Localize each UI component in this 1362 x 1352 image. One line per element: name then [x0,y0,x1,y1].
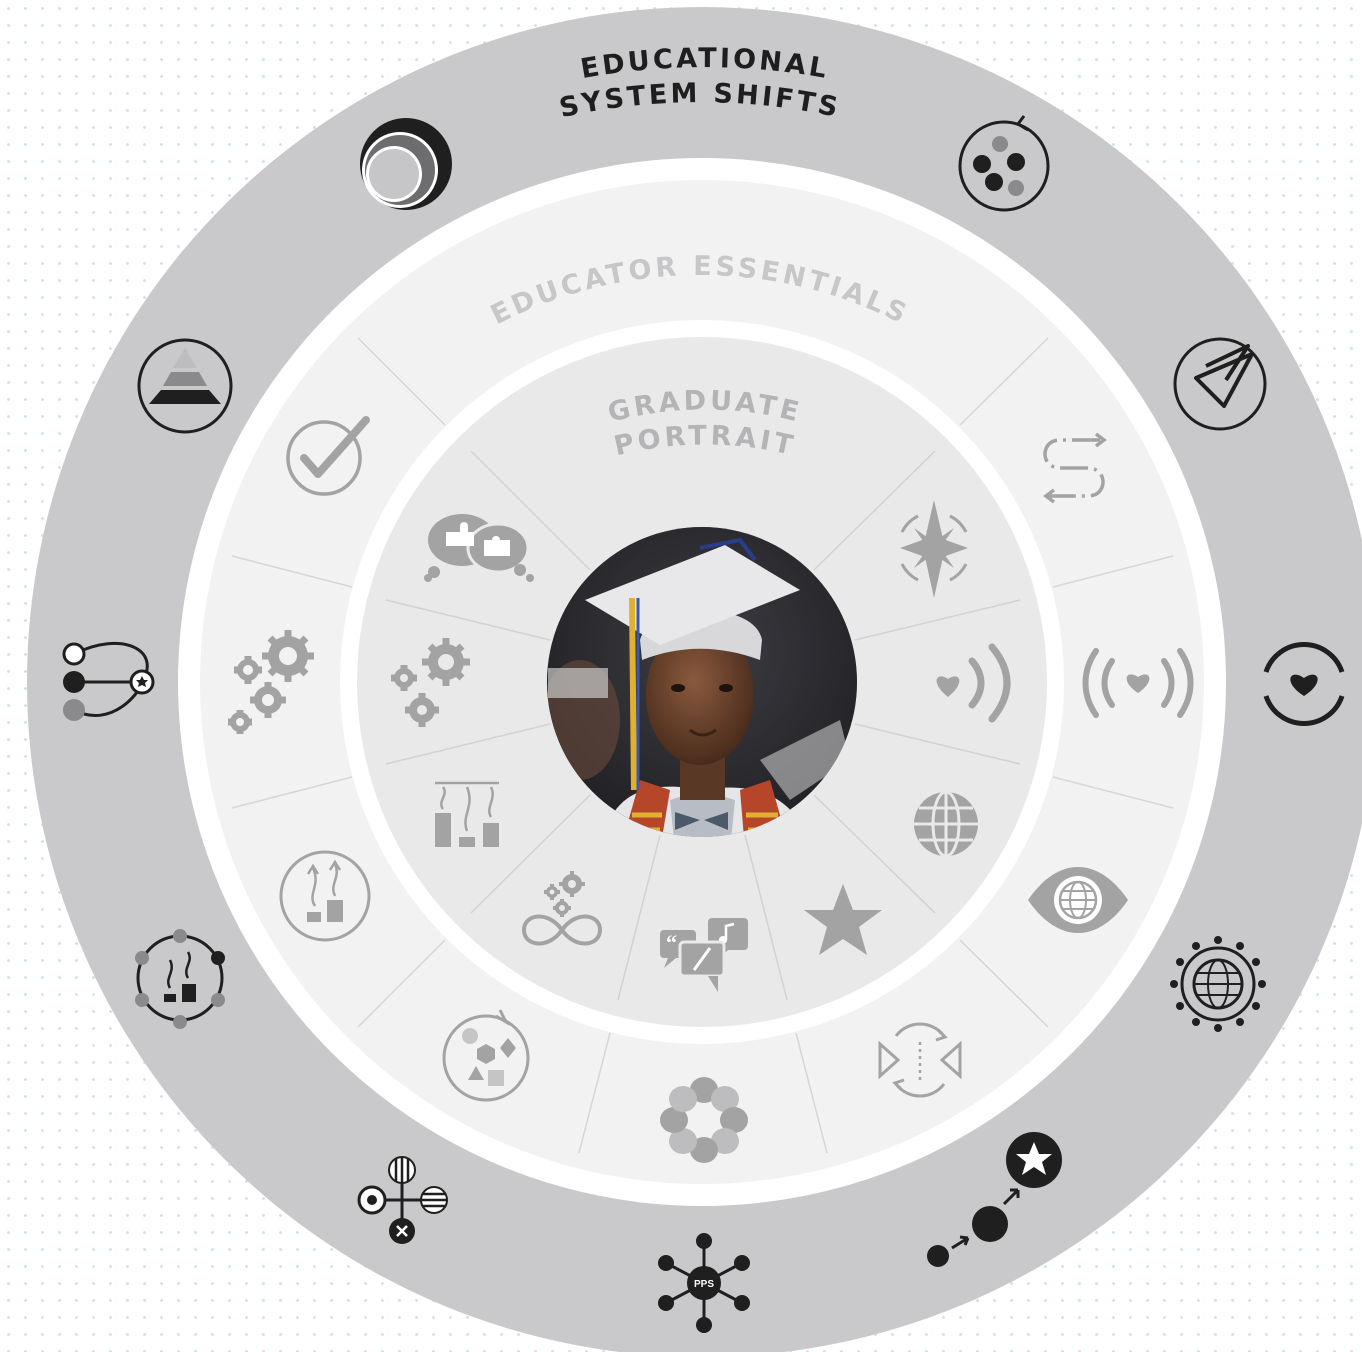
globe-icon [914,792,978,856]
flower-icon [660,1077,748,1163]
svg-text:PPS: PPS [694,1279,714,1290]
concentric-circles-icon [360,118,452,210]
svg-text:“: “ [666,930,677,955]
